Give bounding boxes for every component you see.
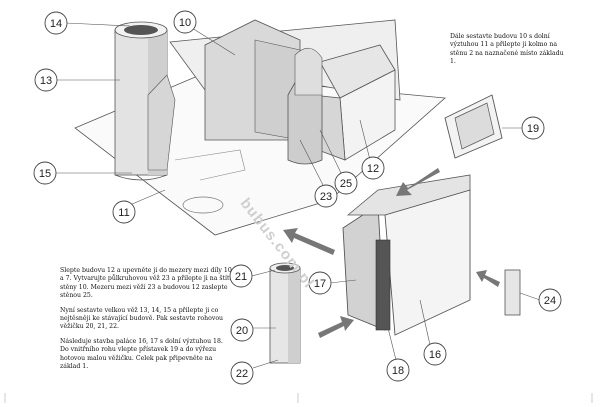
part-16-front: [384, 189, 471, 336]
arrow-tower-to-palace: [318, 316, 354, 338]
leader-16: [419, 299, 431, 346]
callout-14-text: 14: [50, 18, 62, 30]
leader-21: [251, 269, 276, 277]
base-marking: [174, 149, 246, 181]
instruction-paragraph-1: Slepte budovu 12 a upevněte ji do mezery…: [60, 267, 232, 300]
callout-20: 20: [230, 318, 254, 342]
callout-11-text: 11: [118, 207, 129, 219]
part-19-frame-inner: [454, 102, 495, 150]
callout-23: 23: [314, 184, 338, 208]
callout-22: 22: [230, 361, 254, 385]
callout-14: 14: [44, 11, 68, 35]
callout-11: 11: [112, 200, 136, 224]
callout-13-text: 13: [40, 75, 52, 87]
instruction-paragraph-2: Nyní sestavte velkou věž 13, 14, 15 a př…: [60, 306, 224, 331]
leader-25: [319, 129, 343, 176]
callout-21-text: 21: [235, 271, 247, 283]
callout-23-text: 23: [320, 191, 332, 203]
callout-24-text: 24: [544, 295, 556, 307]
part-24-piece: [504, 269, 521, 316]
instruction-text-top-right: Dále sestavte budovu 10 s dolní výztuhou…: [450, 33, 564, 66]
callout-18-text: 18: [392, 365, 404, 377]
callout-16-text: 16: [429, 349, 441, 361]
callout-10-text: 10: [179, 17, 191, 29]
leader-23: [299, 139, 324, 186]
part-20-tower-shade: [288, 268, 300, 363]
part-15-tower-bottom: [114, 174, 168, 181]
callout-17-text: 17: [314, 278, 326, 290]
leader-14: [65, 22, 131, 27]
part-14-tower-hole: [124, 25, 158, 35]
callout-15-text: 15: [39, 168, 51, 180]
callout-20-text: 20: [236, 325, 248, 337]
leader-12: [359, 119, 371, 161]
callout-19-text: 19: [527, 123, 539, 135]
callout-13: 13: [34, 68, 58, 92]
part-18-support: [375, 239, 391, 331]
callout-17: 17: [308, 271, 332, 295]
part-13-tower-wing: [147, 74, 176, 171]
callout-16: 16: [423, 342, 447, 366]
leader-22: [252, 359, 279, 369]
instruction-paragraph-3: Následuje stavba paláce 16, 17 s dolní v…: [60, 337, 223, 371]
callout-21: 21: [229, 264, 253, 288]
leader-10: [191, 27, 236, 56]
callout-25: 25: [334, 171, 358, 195]
callout-12-text: 12: [367, 163, 379, 175]
base-circle: [182, 196, 224, 214]
callout-15: 15: [33, 161, 57, 185]
callout-19: 19: [521, 116, 545, 140]
callout-18: 18: [386, 358, 410, 382]
part-23-roof: [294, 47, 323, 96]
instruction-text-bottom-left: Slepte budovu 12 a upevněte ji do mezery…: [60, 267, 232, 377]
callout-22-text: 22: [236, 368, 248, 380]
arrow-palace-up: [283, 228, 335, 255]
callout-10: 10: [173, 10, 197, 34]
arrow-19-to-palace: [396, 168, 440, 196]
part-21-tower-hole: [276, 265, 294, 271]
arrow-24-to-palace: [476, 270, 500, 287]
callout-25-text: 25: [340, 178, 352, 190]
leader-17: [329, 279, 357, 284]
callout-24: 24: [538, 288, 562, 312]
leader-18: [385, 319, 397, 361]
leader-24: [519, 292, 541, 301]
callout-12: 12: [361, 156, 385, 180]
